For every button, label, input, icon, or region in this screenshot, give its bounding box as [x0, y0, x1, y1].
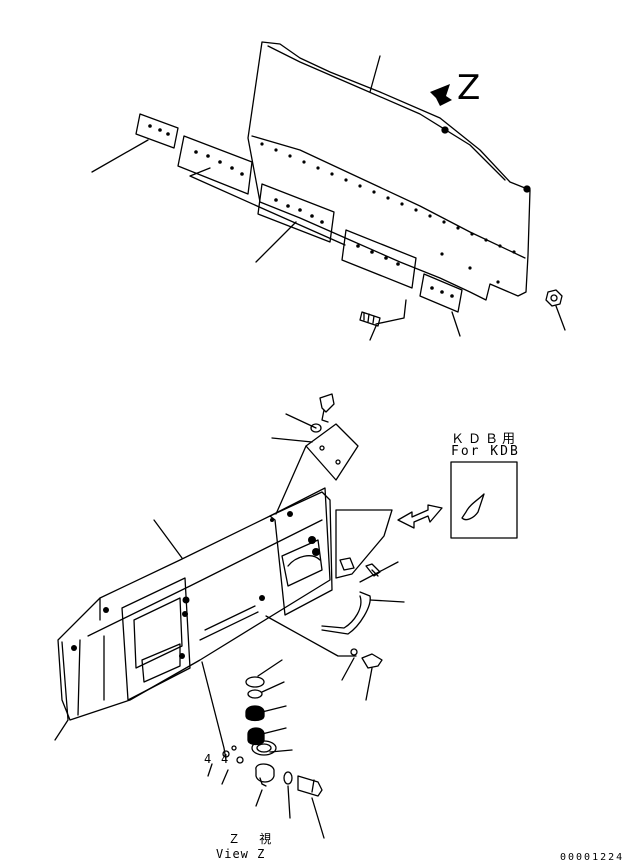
blade-rear-view [54, 487, 333, 741]
side-guard-plate [335, 509, 393, 579]
kdb-label-jp: ＫＤＢ用 [451, 432, 520, 447]
kdb-part-box [450, 461, 518, 539]
drawing-number: 00001224 [560, 852, 625, 863]
top-leader-lines [91, 55, 566, 341]
blade-front-view [247, 41, 531, 301]
top-bolt [310, 393, 335, 433]
blade-bolt-holes [260, 142, 516, 284]
view-caption-jp: Ｚ 視 [228, 832, 278, 846]
view-z-arrow [430, 84, 452, 106]
view-z-marker: Z [457, 68, 481, 108]
edge-bolt [359, 311, 381, 327]
rod-bar [321, 591, 371, 635]
quantity-mark-a: 4 [204, 752, 212, 766]
cutting-edge-segments [135, 113, 463, 313]
side-bolt [365, 563, 381, 577]
bracket-plate [305, 423, 359, 481]
bottom-leader-lines [153, 413, 405, 839]
cutting-edge-holes [148, 124, 454, 298]
double-arrow [397, 504, 443, 529]
edge-nut [545, 289, 563, 307]
stacked-parts [222, 676, 323, 797]
quantity-mark-b: 4 [221, 752, 229, 766]
view-caption-en: View Z [216, 847, 266, 861]
lower-bolt [350, 648, 383, 669]
kdb-label-en: For KDB [451, 444, 520, 459]
rear-bolt-heads [71, 511, 320, 659]
